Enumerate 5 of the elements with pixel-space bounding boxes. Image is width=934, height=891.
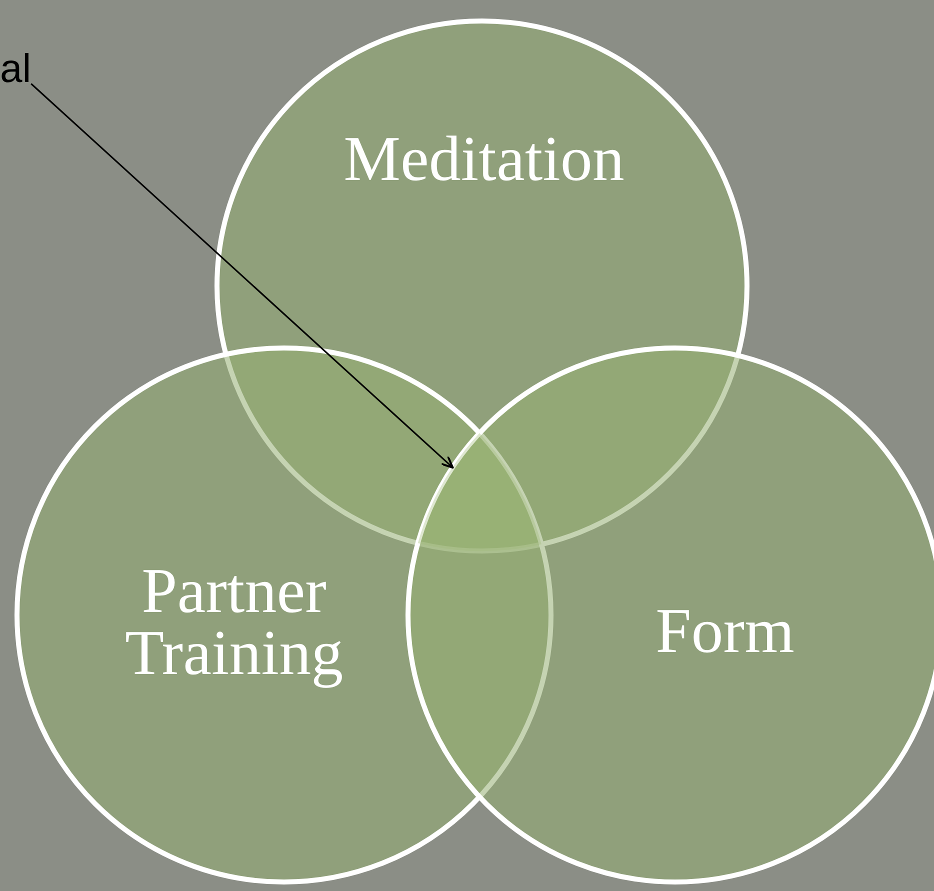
leader-line <box>30 83 454 469</box>
overlap-region <box>418 433 542 551</box>
circle-label: Form <box>654 600 796 662</box>
callout-text: al <box>0 45 32 93</box>
circle-label: Meditation <box>342 128 626 190</box>
